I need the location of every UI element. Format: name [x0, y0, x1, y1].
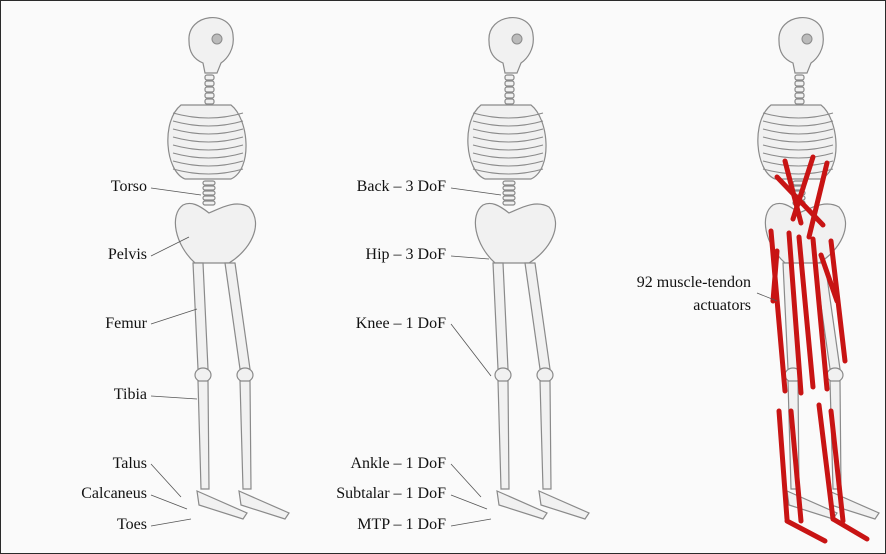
- vertebra: [795, 93, 804, 98]
- vertebra: [203, 186, 215, 190]
- muscle-tendon: [787, 521, 825, 541]
- femur: [493, 263, 508, 369]
- label-toes: Toes: [87, 516, 147, 534]
- label-torso: Torso: [87, 178, 147, 196]
- vertebra: [205, 93, 214, 98]
- vertebra: [505, 81, 514, 86]
- leader-line: [151, 396, 197, 399]
- leader-line: [151, 519, 191, 526]
- label-femur: Femur: [87, 315, 147, 333]
- vertebra: [503, 196, 515, 200]
- vertebra: [205, 81, 214, 86]
- vertebra: [505, 99, 514, 104]
- skull: [779, 18, 823, 73]
- skull: [189, 18, 233, 73]
- vertebra: [203, 191, 215, 195]
- label-mtp-dof: MTP – 1 DoF: [301, 516, 446, 534]
- vertebra: [505, 87, 514, 92]
- vertebra: [203, 196, 215, 200]
- vertebra: [795, 99, 804, 104]
- pelvis: [175, 203, 255, 263]
- skull: [489, 18, 533, 73]
- vertebra: [503, 181, 515, 185]
- femur: [225, 263, 250, 369]
- label-back-dof: Back – 3 DoF: [301, 178, 446, 196]
- vertebra: [205, 99, 214, 104]
- vertebra: [203, 201, 215, 205]
- tibia: [540, 381, 551, 489]
- leader-line: [451, 495, 487, 509]
- muscle-tendon: [779, 411, 787, 519]
- skeleton-middle: [468, 18, 589, 519]
- patella: [237, 368, 253, 382]
- vertebra: [795, 75, 804, 80]
- eye-socket: [212, 34, 222, 44]
- skeleton-left: [168, 18, 289, 519]
- tibia: [198, 381, 209, 489]
- leader-line: [451, 519, 491, 526]
- vertebra: [503, 186, 515, 190]
- label-ankle-dof: Ankle – 1 DoF: [301, 455, 446, 473]
- femur: [525, 263, 550, 369]
- leader-line: [151, 188, 201, 195]
- vertebra: [795, 87, 804, 92]
- vertebra: [203, 181, 215, 185]
- tibia: [240, 381, 251, 489]
- muscle-tendon: [833, 519, 867, 539]
- vertebra: [503, 191, 515, 195]
- label-tibia: Tibia: [87, 386, 147, 404]
- eye-socket: [512, 34, 522, 44]
- label-subtalar-dof: Subtalar – 1 DoF: [291, 485, 446, 503]
- vertebra: [205, 75, 214, 80]
- vertebra: [205, 87, 214, 92]
- label-pelvis: Pelvis: [87, 246, 147, 264]
- tibia: [498, 381, 509, 489]
- patella: [537, 368, 553, 382]
- vertebra: [505, 93, 514, 98]
- leader-line: [451, 188, 501, 195]
- label-muscle-count: 92 muscle-tendon: [571, 274, 751, 292]
- vertebra: [503, 201, 515, 205]
- femur: [193, 263, 208, 369]
- leader-line: [451, 324, 491, 376]
- pelvis: [475, 203, 555, 263]
- label-hip-dof: Hip – 3 DoF: [301, 246, 446, 264]
- leader-line: [151, 309, 197, 324]
- label-talus: Talus: [87, 455, 147, 473]
- vertebra: [505, 75, 514, 80]
- label-knee-dof: Knee – 1 DoF: [301, 315, 446, 333]
- eye-socket: [802, 34, 812, 44]
- patella: [495, 368, 511, 382]
- vertebra: [795, 81, 804, 86]
- label-calcaneus: Calcaneus: [67, 485, 147, 503]
- label-actuators: actuators: [571, 297, 751, 315]
- patella: [827, 368, 843, 382]
- leader-line: [451, 464, 481, 497]
- leader-line: [451, 256, 489, 259]
- leader-line: [151, 495, 187, 509]
- patella: [195, 368, 211, 382]
- leader-line: [151, 464, 181, 497]
